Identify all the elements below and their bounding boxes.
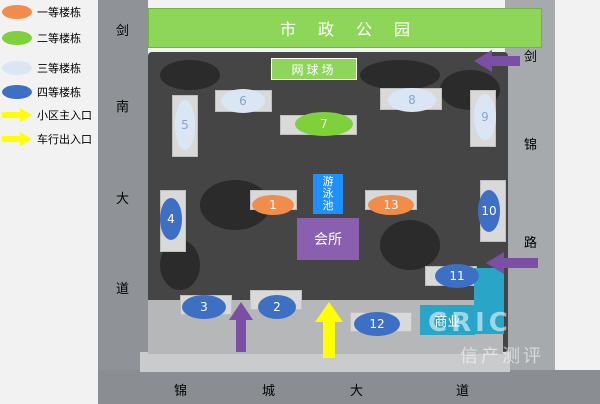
road-bottom [98,370,600,404]
building-3-marker: 3 [182,295,226,319]
building-4-marker: 4 [160,198,182,240]
legend-swatch-second [2,31,32,45]
pool-char-3: 池 [322,199,334,212]
building-1-marker: 1 [252,195,294,215]
building-7-marker: 7 [295,112,353,136]
building-10-marker: 10 [478,190,500,232]
legend-item-vehicle-entrance: 车行出入口 [2,131,92,147]
watermark-sub: 信产测评 [460,346,544,367]
building-13-marker: 13 [368,195,414,215]
legend-arrow-main-entrance-icon [2,108,32,122]
tennis-label: 网球场 [291,62,337,77]
legend-item-fourth: 四等楼栋 [2,84,81,100]
legend: 一等楼栋 二等楼栋 三等楼栋 四等楼栋 小区主入口 车行出入口 [0,0,112,150]
vehicle-entrance-arrow-right [486,252,538,274]
legend-item-main-entrance: 小区主入口 [2,107,92,123]
park-label: 市政公园 [279,20,432,39]
commercial-label: 商业 [434,314,461,330]
watermark-logo: CRIC [428,308,512,338]
road-left [98,0,148,404]
pool-char-1: 游 [322,175,334,188]
building-6-marker: 6 [221,89,265,113]
legend-item-second: 二等楼栋 [2,30,81,46]
commercial-strip [474,268,504,334]
commercial-area: 商业 [420,305,475,335]
road-right [505,0,555,404]
building-11-marker: 11 [435,264,479,288]
vehicle-entrance-arrow-bottom [229,302,253,352]
sidewalk [140,352,510,372]
building-8-marker: 8 [388,88,436,112]
building-2-marker: 2 [258,295,296,319]
legend-swatch-third [2,61,32,75]
building-9-marker: 9 [474,94,496,140]
building-12-marker: 12 [354,312,400,336]
clubhouse-label: 会所 [314,232,342,248]
watermark: CRIC 信产测评 [420,308,585,368]
swimming-pool: 游 泳 池 [313,174,343,214]
legend-swatch-fourth [2,85,32,99]
legend-item-third: 三等楼栋 [2,60,81,76]
building-5-marker: 5 [175,100,195,150]
vehicle-entrance-arrow-top-right [474,50,520,72]
municipal-park: 市政公园 [148,8,542,48]
legend-item-first: 一等楼栋 [2,4,81,20]
clubhouse: 会所 [297,218,359,260]
main-entrance-arrow [315,302,343,358]
tennis-court: 网球场 [271,58,357,80]
legend-swatch-first [2,5,32,19]
pool-char-2: 泳 [322,187,334,200]
legend-arrow-vehicle-entrance-icon [2,132,32,146]
